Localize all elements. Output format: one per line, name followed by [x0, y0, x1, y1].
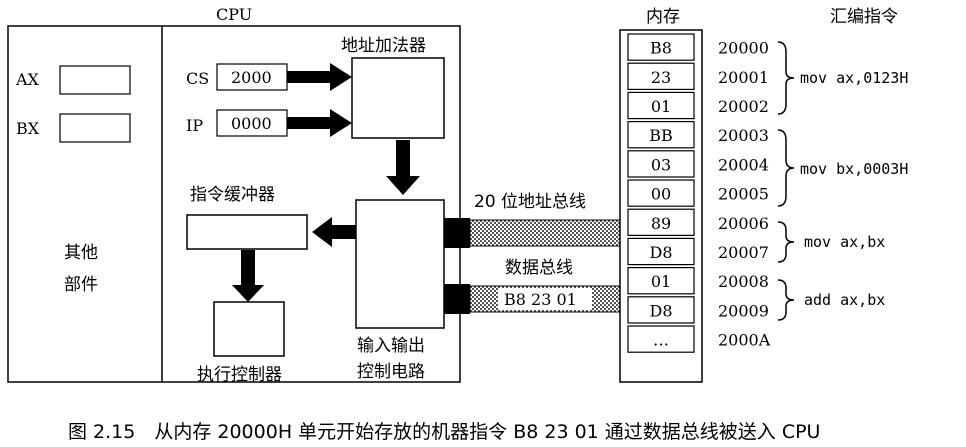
memory-address: 20002: [718, 97, 769, 116]
memory-cell: [627, 296, 695, 324]
memory-cell-value: B8: [650, 39, 672, 58]
ip-value: 0000: [231, 114, 272, 133]
memory-cell-value: 01: [651, 272, 671, 291]
cs-to-adder-arrow: [287, 63, 352, 91]
address-bus-port: [444, 218, 470, 248]
memory-cell: [627, 120, 695, 149]
memory-cell: [627, 237, 695, 266]
instruction-brace-4: [777, 279, 795, 321]
execution-controller-box: [213, 301, 285, 357]
memory-address: 20008: [718, 272, 769, 291]
memory-address: 20006: [718, 214, 769, 233]
memory-cell: [627, 33, 695, 61]
memory-address: 2000A: [718, 331, 771, 350]
cs-label: CS: [186, 69, 209, 88]
register-ax-box: [59, 65, 131, 95]
ip-label: IP: [186, 116, 203, 135]
io-circuit-label-line1: 输入输出: [357, 336, 425, 356]
memory-cell-value: 03: [651, 155, 671, 174]
memory-address: 20009: [718, 301, 769, 320]
data-bus-label: 数据总线: [505, 258, 573, 278]
memory-cell-value: 89: [651, 214, 671, 233]
memory-title: 内存: [646, 7, 680, 27]
instruction-2: mov bx,0003H: [800, 160, 908, 178]
data-on-bus-value: B8 23 01: [504, 290, 577, 309]
memory-address: 20007: [718, 243, 769, 262]
io-to-buffer-arrow: [312, 217, 356, 247]
address-bus: [469, 219, 621, 247]
address-adder-label: 地址加法器: [341, 36, 426, 56]
other-parts-line2: 部件: [64, 275, 98, 295]
memory-cell-value: 23: [651, 68, 671, 87]
instruction-brace-2: [777, 129, 795, 207]
memory-cell-value: 01: [651, 97, 671, 116]
instruction-4: add ax,bx: [804, 291, 885, 309]
instruction-buffer-label: 指令缓冲器: [190, 185, 275, 205]
memory-addresses: 20000 20001 20002 20003 20004 20005 20006 20007…: [718, 39, 771, 350]
instruction-brace-1: [777, 41, 795, 115]
cpu-title: CPU: [216, 5, 252, 24]
memory-cell-value: D8: [649, 301, 672, 320]
instruction-brace-3: [777, 221, 795, 263]
cs-value: 2000: [231, 68, 272, 87]
execution-controller-label: 执行控制器: [197, 365, 282, 385]
data-bus-port: [444, 284, 470, 314]
memory-cell: [627, 150, 695, 178]
io-control-circuit-box: [355, 199, 445, 329]
register-ax-label: AX: [15, 70, 40, 89]
memory-cells: B82301BB030089D801D8…: [627, 33, 695, 353]
memory-address: 20003: [718, 126, 769, 145]
adder-to-io-arrow: [386, 140, 420, 195]
address-bus-label: 20 位地址总线: [474, 192, 586, 212]
memory-cell-value: 00: [651, 185, 671, 204]
memory-address: 20004: [718, 155, 769, 174]
memory-address: 20000: [718, 39, 769, 58]
memory-cell: [627, 208, 695, 236]
memory-cell: [627, 325, 695, 353]
memory-address: 20005: [718, 185, 769, 204]
data-on-bus-bg: [498, 288, 592, 310]
memory-cell: [627, 179, 695, 207]
ip-register-box: [216, 109, 288, 137]
instruction-1: mov ax,0123H: [800, 69, 908, 87]
figure-caption: 图 2.15 从内存 20000H 单元开始存放的机器指令 B8 23 01 通…: [68, 421, 820, 443]
register-bx-box: [59, 113, 131, 143]
address-adder-box: [351, 57, 445, 139]
io-circuit-label-line2: 控制电路: [357, 362, 425, 382]
memory-address: 20001: [718, 68, 769, 87]
instruction-3: mov ax,bx: [804, 233, 885, 251]
other-parts-line1: 其他: [64, 243, 98, 263]
instruction-buffer-box: [186, 214, 308, 250]
memory-cell: [627, 267, 695, 295]
buffer-to-exec-arrow: [232, 250, 264, 302]
memory-cell-value: D8: [649, 243, 672, 262]
memory-cell: [627, 62, 695, 91]
memory-cell: [627, 91, 695, 120]
asm-title: 汇编指令: [830, 7, 898, 27]
memory-cell-value: BB: [649, 126, 673, 145]
cs-register-box: [216, 63, 288, 91]
ip-to-adder-arrow: [287, 109, 352, 137]
register-bx-label: BX: [16, 119, 40, 138]
memory-cell-value: …: [653, 331, 669, 350]
